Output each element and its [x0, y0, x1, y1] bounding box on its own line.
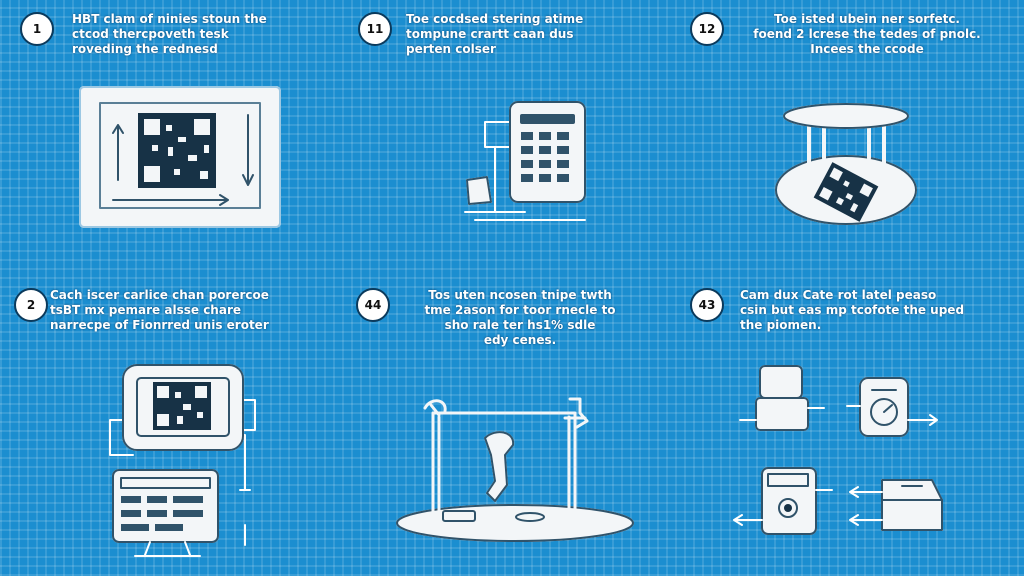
step-number-badge: 1: [20, 12, 54, 46]
phone-stand-illustration: [455, 92, 605, 227]
step-number-badge: 44: [356, 288, 390, 322]
step-caption: Cam dux Cate rot latel peaso csin but ea…: [740, 288, 965, 332]
step-number-badge: 43: [690, 288, 724, 322]
step-caption: Cach iscer carlice chan porercoe tsBT mx…: [50, 288, 269, 332]
step-number-badge: 11: [358, 12, 392, 46]
step-number-badge: 12: [690, 12, 724, 46]
pedestal-qr-illustration: [774, 98, 919, 228]
step-panel-4: 2 Cach iscer carlice chan porercoe tsBT …: [0, 288, 340, 576]
step-panel-1: 1 HBT clam of ninies stoun the ctcod the…: [0, 0, 340, 288]
qr-frame-illustration: [78, 85, 283, 230]
step-panel-3: 12 Toe isted ubein ner sorfetc. foend 2 …: [682, 0, 1022, 288]
step-caption: Toe cocdsed stering atime tompune crartt…: [406, 12, 584, 56]
step-panel-5: 44 Tos uten ncosen tnipe twth tme 2ason …: [340, 288, 680, 576]
step-panel-2: 11 Toe cocdsed stering atime tompune cra…: [340, 0, 680, 288]
step-caption: HBT clam of ninies stoun the ctcod therc…: [72, 12, 267, 56]
workstation-robot-illustration: [395, 393, 635, 543]
step-caption: Toe isted ubein ner sorfetc. foend 2 lcr…: [753, 12, 981, 56]
step-panel-6: 43 Cam dux Cate rot latel peaso csin but…: [682, 288, 1022, 576]
device-cluster-illustration: [732, 360, 962, 540]
monitor-terminal-illustration: [105, 360, 265, 560]
step-caption: Tos uten ncosen tnipe twth tme 2ason for…: [424, 288, 616, 347]
step-number-badge: 2: [14, 288, 48, 322]
